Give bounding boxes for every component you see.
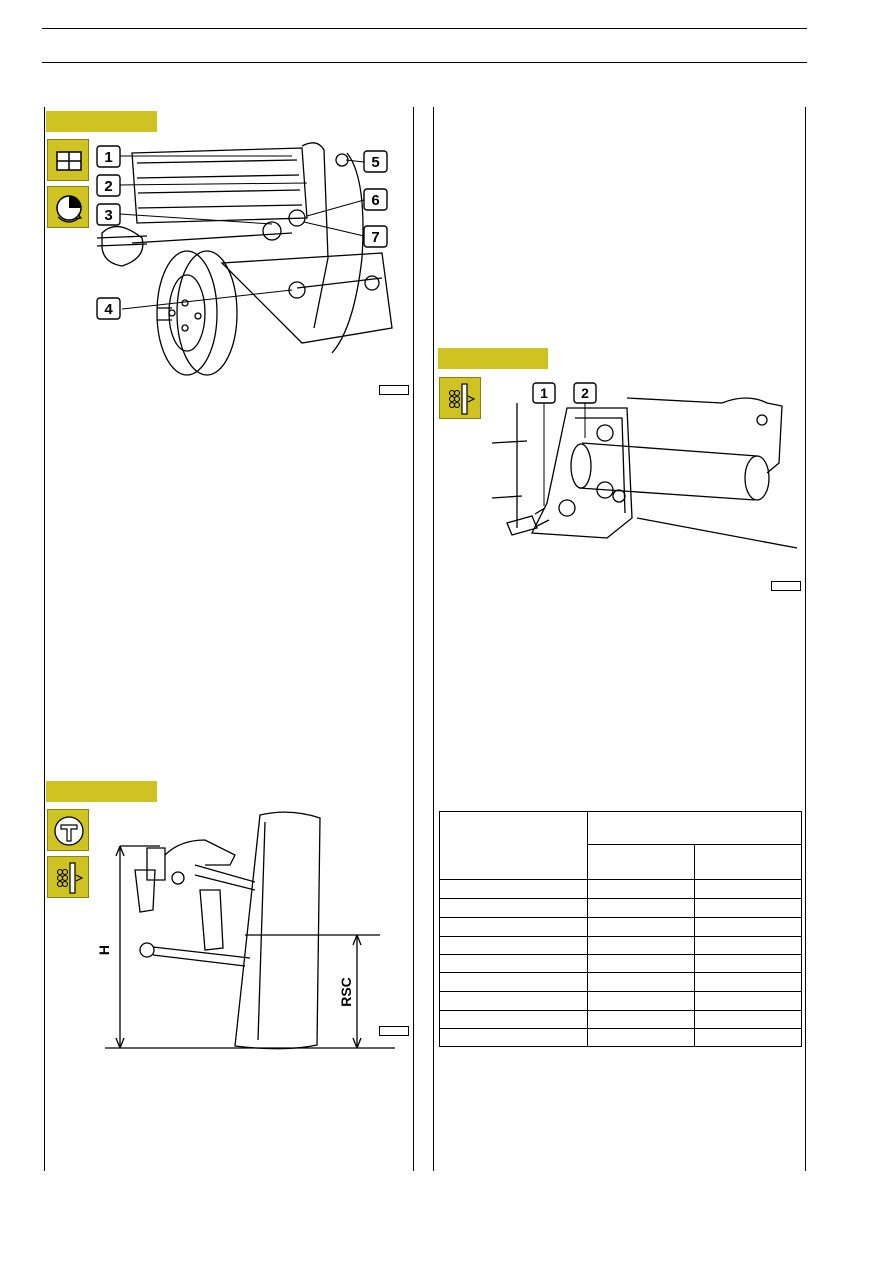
table-cell (587, 879, 695, 899)
callout-1: 1 (540, 385, 548, 401)
table-header-cell (439, 811, 588, 880)
table-row (439, 898, 802, 918)
table-header-row-1 (439, 811, 802, 880)
table-header-cell (587, 844, 695, 880)
table-cell (439, 1028, 588, 1047)
table-cell (694, 991, 802, 1011)
panel-grid-icon (47, 139, 89, 181)
section-header-bar-3 (438, 348, 548, 369)
left-column-border (44, 107, 45, 1171)
adjust-shim-icon (439, 377, 481, 419)
table-cell (439, 1010, 588, 1029)
table-cell (439, 936, 588, 955)
calipers-icon (47, 809, 89, 851)
table-row (439, 954, 802, 973)
table-cell (694, 954, 802, 973)
table-cell (439, 917, 588, 937)
table-cell (587, 917, 695, 937)
section-header-bar-1 (46, 111, 157, 132)
table-header-row-2 (440, 844, 802, 880)
table-row (439, 879, 802, 899)
right-column-border (805, 107, 806, 1171)
table-cell (694, 879, 802, 899)
callout-3: 3 (104, 207, 112, 224)
header-rule-top (42, 28, 807, 29)
table-row (439, 972, 802, 992)
table-header-cell (694, 844, 802, 880)
table-cell (439, 954, 588, 973)
table-cell (587, 1028, 695, 1047)
figure-ref-box-3 (771, 581, 801, 591)
callout-7: 7 (371, 229, 379, 246)
column-divider-right (433, 107, 434, 1171)
table-cell (587, 1010, 695, 1029)
table-cell (694, 917, 802, 937)
front-suspension-figure: 1 2 3 4 5 6 7 (96, 142, 393, 376)
table-row (439, 1028, 802, 1047)
anti-roll-bar-figure: 1 2 (491, 382, 798, 549)
callout-6: 6 (371, 192, 379, 209)
table-header-cell (587, 811, 802, 845)
table-cell (439, 972, 588, 992)
column-divider-left (413, 107, 414, 1171)
figure-ref-box-2 (379, 1026, 409, 1036)
table-cell (587, 972, 695, 992)
section-header-bar-2 (46, 781, 157, 802)
dim-label-rsc: RSC (338, 977, 354, 1007)
rotation-gauge-icon (47, 186, 89, 228)
table-cell (694, 972, 802, 992)
table-cell (694, 936, 802, 955)
callout-1: 1 (104, 149, 112, 166)
figure-ref-box-1 (379, 385, 409, 395)
table-row (439, 1010, 802, 1029)
callout-5: 5 (371, 154, 379, 171)
table-cell (587, 991, 695, 1011)
table-cell (694, 1010, 802, 1029)
table-cell (587, 898, 695, 918)
specification-table (439, 811, 802, 1047)
table-cell (694, 898, 802, 918)
callout-4: 4 (104, 301, 113, 318)
table-row (439, 991, 802, 1011)
table-cell (439, 879, 588, 899)
height-measure-figure: H RSC (96, 811, 395, 1050)
table-cell (439, 991, 588, 1011)
table-cell (694, 1028, 802, 1047)
table-cell (439, 898, 588, 918)
callout-2: 2 (104, 178, 112, 195)
table-cell (587, 936, 695, 955)
header-rule-bottom (42, 62, 807, 63)
adjust-shim-icon (47, 856, 89, 898)
table-cell (587, 954, 695, 973)
dim-label-h: H (96, 945, 112, 955)
table-row (439, 936, 802, 955)
table-row (439, 917, 802, 937)
callout-2: 2 (581, 385, 589, 401)
